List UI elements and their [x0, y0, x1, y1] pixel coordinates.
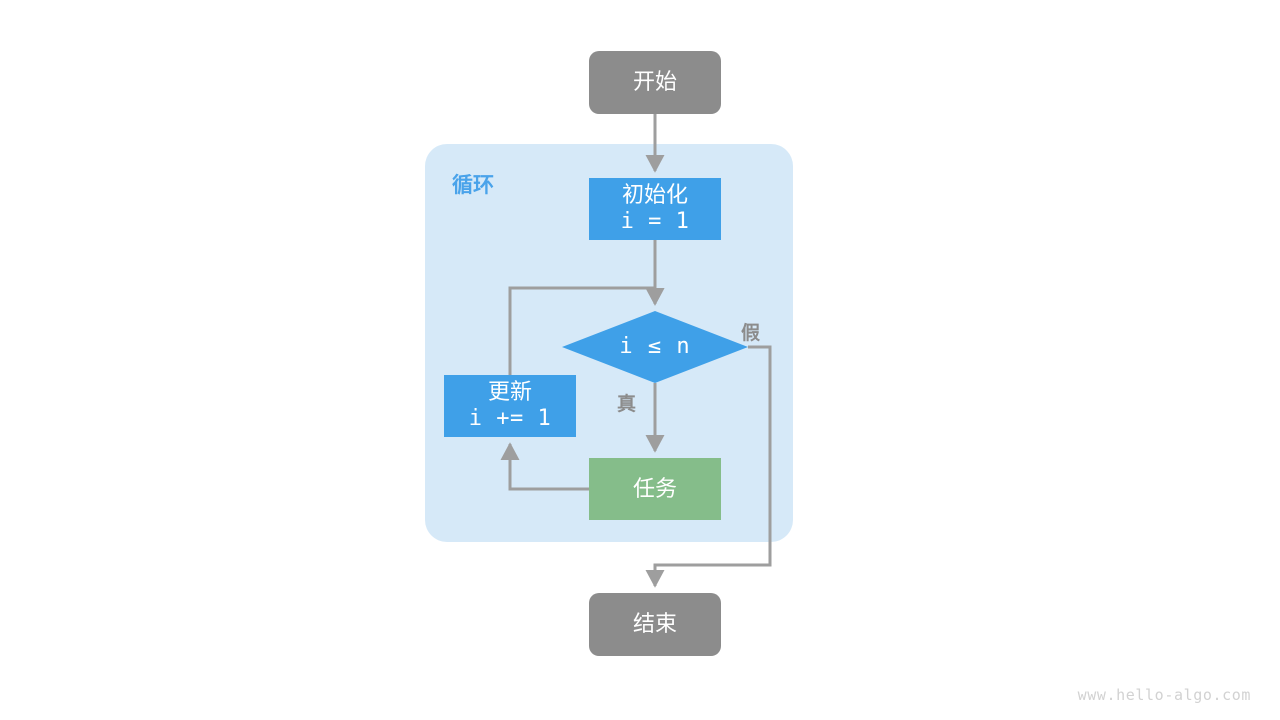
node-init-label-line2: i = 1 — [620, 209, 690, 234]
loop-container-label: 循环 — [452, 174, 494, 197]
edge-label-false: 假 — [741, 323, 761, 344]
node-update-label-line1: 更新 — [487, 379, 532, 405]
node-start[interactable]: 开始 — [589, 51, 721, 114]
node-task[interactable]: 任务 — [589, 458, 721, 520]
node-decision-label: i ≤ n — [619, 333, 691, 359]
edge-label-true: 真 — [617, 394, 637, 415]
node-decision[interactable]: i ≤ n — [562, 311, 748, 383]
watermark: www.hello-algo.com — [1077, 686, 1251, 704]
edge-decision-false-to-end — [645, 345, 772, 588]
node-update[interactable]: 更新 i += 1 — [444, 375, 576, 437]
node-task-label: 任务 — [632, 475, 677, 501]
node-end-label: 结束 — [632, 611, 677, 637]
node-init[interactable]: 初始化 i = 1 — [589, 178, 721, 240]
decision-diamond-shape — [562, 311, 748, 383]
node-init-label-line1: 初始化 — [621, 182, 688, 208]
node-update-label-line2: i += 1 — [468, 406, 552, 431]
node-start-label: 开始 — [632, 69, 677, 95]
node-end[interactable]: 结束 — [589, 593, 721, 656]
edge-update-to-decision — [508, 286, 665, 375]
edge-task-to-update — [500, 442, 589, 491]
